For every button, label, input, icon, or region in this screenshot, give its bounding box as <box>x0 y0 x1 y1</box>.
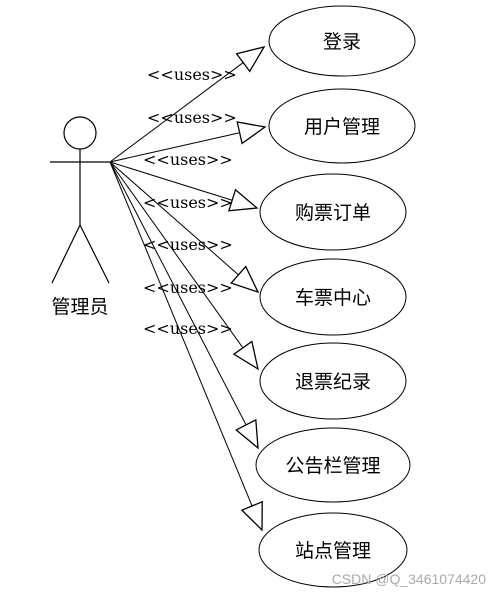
uses-arrowhead <box>232 340 259 371</box>
uses-arrowhead <box>230 265 260 294</box>
use-case-ellipse <box>268 88 416 164</box>
uses-relation-line <box>109 132 240 163</box>
uses-stereotype-label: <<uses>> <box>143 235 233 254</box>
use-case-label: 车票中心 <box>295 287 371 309</box>
use-case-ellipse <box>259 258 407 336</box>
uses-stereotype-label: <<uses>> <box>147 65 237 84</box>
uses-relation-line <box>109 62 244 163</box>
use-case-label: 用户管理 <box>304 116 380 138</box>
uses-stereotype-label: <<uses>> <box>147 108 237 127</box>
use-case-ellipse <box>268 5 416 77</box>
uses-relation-line <box>109 161 239 276</box>
use-case-ellipse <box>259 173 407 251</box>
uses-relation-line <box>109 161 244 349</box>
uses-arrowhead <box>236 121 267 145</box>
actor-figure <box>50 116 110 284</box>
use-case-label: 登录 <box>323 31 361 53</box>
actor-head <box>63 116 97 150</box>
use-case-label: 公告栏管理 <box>285 455 380 477</box>
use-case-label: 站点管理 <box>295 540 371 562</box>
use-case-ellipse <box>255 427 411 503</box>
use-case-ellipse <box>259 342 407 420</box>
use-case-ellipse <box>258 512 408 588</box>
use-case-label: 退票纪录 <box>295 371 371 393</box>
uses-stereotype-label: <<uses>> <box>143 319 233 338</box>
actor-label: 管理员 <box>51 296 108 318</box>
actor-left-leg <box>51 224 81 284</box>
actor-right-leg <box>79 224 110 284</box>
uses-stereotype-label: <<uses>> <box>143 278 233 297</box>
uses-relation-line <box>109 161 253 507</box>
uses-relation-line <box>109 161 233 201</box>
uses-arrowhead <box>227 188 259 212</box>
uses-arrowhead <box>235 46 266 73</box>
use-case-label: 购票订单 <box>295 202 371 224</box>
uses-relation-line <box>109 161 247 426</box>
uses-stereotype-label: <<uses>> <box>143 193 233 212</box>
uses-stereotype-label: <<uses>> <box>143 150 233 169</box>
relations: <<uses>> <<uses>> <<uses>> <<uses>> <<uses>>… <box>109 46 267 532</box>
uses-arrowhead <box>235 418 259 450</box>
watermark: CSDN @Q_3461074420 <box>332 571 487 587</box>
uses-arrowhead <box>240 500 263 532</box>
